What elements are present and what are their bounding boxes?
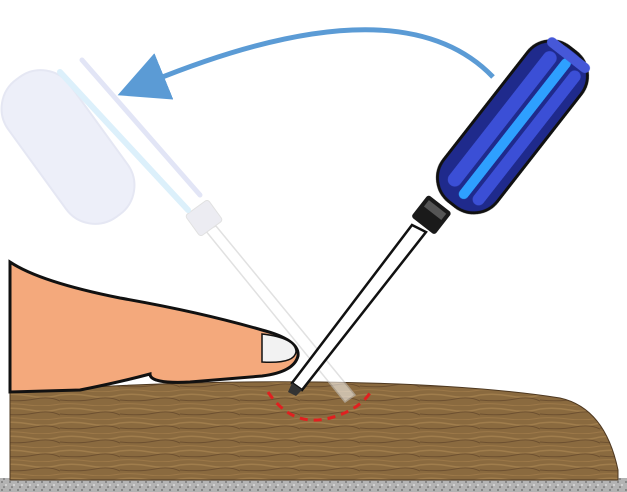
wood-board xyxy=(10,382,618,480)
curved-arrow-icon xyxy=(150,30,493,82)
screwdriver-icon xyxy=(288,29,600,396)
